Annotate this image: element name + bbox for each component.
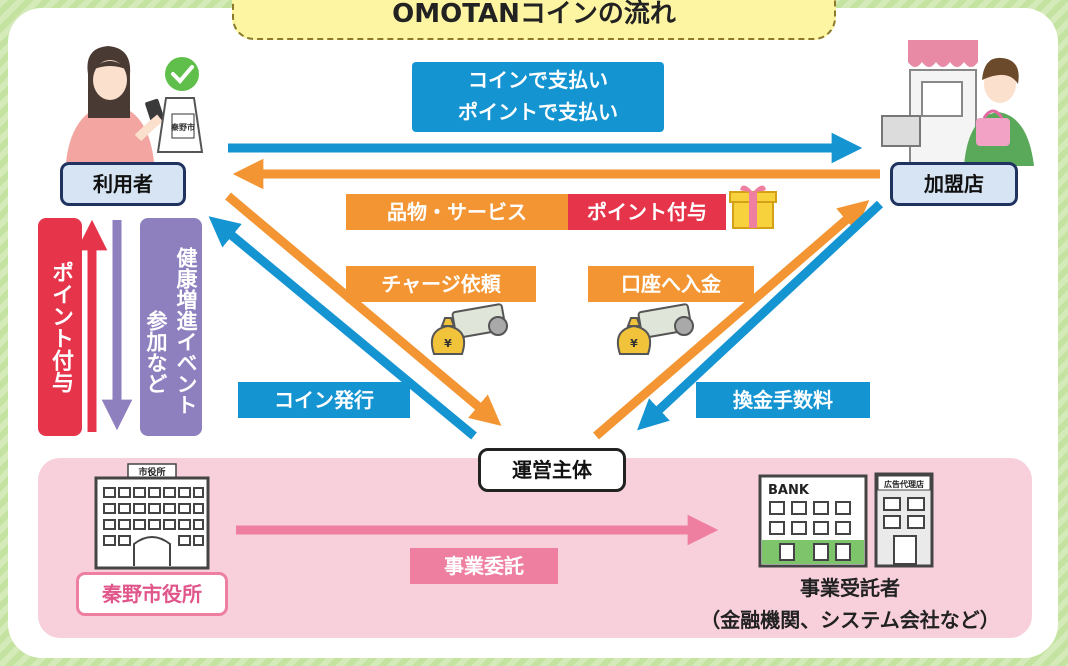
- city-node: 秦野市役所: [76, 572, 228, 616]
- arrow-charge: [225, 192, 502, 426]
- agency-sign: 広告代理店: [884, 479, 924, 489]
- city-hall-sign: 市役所: [138, 466, 165, 478]
- coin-issue-label: コイン発行: [238, 382, 410, 418]
- health-event-line2: 参加など: [144, 310, 168, 394]
- payment-label: コインで支払い ポイントで支払い: [412, 62, 664, 132]
- health-event-line1: 健康増進イベント: [174, 247, 198, 415]
- charge-request-label: チャージ依頼: [346, 266, 536, 302]
- phone-sign-text: 秦野市: [170, 122, 195, 132]
- health-event-label: 健康増進イベント 参加など: [140, 218, 202, 436]
- store-node: 加盟店: [890, 162, 1018, 206]
- points-grant-label: ポイント付与: [568, 194, 726, 230]
- arrow-fee: [637, 200, 884, 431]
- fee-label: 換金手数料: [696, 382, 870, 418]
- deposit-label: 口座へ入金: [588, 266, 754, 302]
- goods-label: 品物・サービス: [346, 194, 568, 230]
- money-bag-icon: ¥: [430, 303, 508, 355]
- svg-text:¥: ¥: [444, 337, 452, 350]
- contractor-detail: （金融機関、システム会社など）: [700, 608, 1000, 632]
- city-hall-icon: 市役所: [94, 463, 210, 570]
- arrow-deposit: [593, 199, 870, 440]
- user-illustration: 秦野市: [66, 46, 204, 162]
- operator-node: 運営主体: [478, 448, 626, 492]
- store-illustration: [881, 40, 1034, 166]
- user-node: 利用者: [60, 162, 186, 206]
- bank-icon: BANK 広告代理店: [758, 472, 934, 568]
- points-vertical-label: ポイント付与: [38, 218, 82, 436]
- contractor-node: 事業受託者: [800, 576, 900, 600]
- page-title: OMOTANコインの流れ: [232, 0, 836, 40]
- payment-label-line2: ポイントで支払い: [458, 100, 618, 124]
- gift-icon: [729, 185, 777, 229]
- svg-text:¥: ¥: [630, 337, 638, 350]
- arrow-coin-issue: [208, 216, 477, 440]
- payment-label-line1: コインで支払い: [468, 68, 608, 92]
- money-bag-icon: ¥: [616, 303, 694, 355]
- bank-sign: BANK: [768, 483, 810, 498]
- commission-label: 事業委託: [410, 548, 558, 584]
